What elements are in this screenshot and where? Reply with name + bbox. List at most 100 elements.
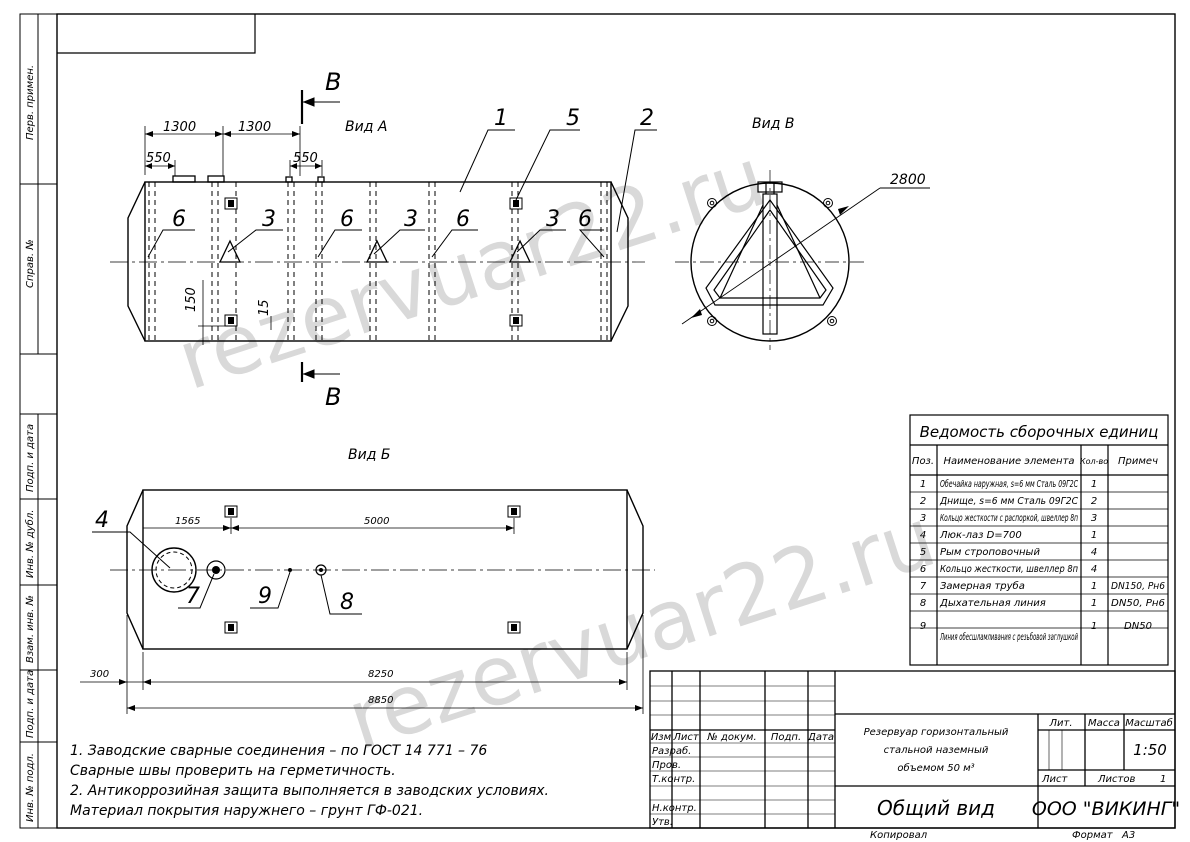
description-line: стальной наземный	[884, 745, 989, 756]
callout-number: 2	[640, 106, 654, 131]
bom-cell: Линия обесшламливания с резьбовой заглуш…	[939, 631, 1078, 643]
doc-title: Общий вид	[877, 796, 995, 820]
watermark-text: rezervuar22.ru	[167, 130, 777, 409]
bom-cell: 1	[1091, 581, 1097, 592]
dim-label: 300	[90, 669, 109, 680]
callout-number: 1	[494, 106, 508, 131]
title-col-header: Изм	[651, 732, 672, 743]
dim-label: 1565	[175, 516, 200, 527]
callout-number: 3	[546, 207, 560, 232]
callout-number: 6	[456, 207, 470, 232]
side-stamp-label: Инв. № дубл.	[24, 510, 36, 578]
note-line: 2. Антикоррозийная защита выполняется в …	[70, 783, 549, 799]
sheet-frame	[19, 13, 1176, 829]
bom-cell: 3	[920, 513, 926, 524]
callout-number: 4	[95, 508, 109, 533]
bom-cell: 4	[1091, 564, 1097, 575]
view-a-label: Вид А	[345, 119, 387, 135]
title-col-header: № докум.	[706, 732, 756, 743]
bom-cell: 6	[920, 564, 926, 575]
view-b: Вид Б	[80, 447, 655, 714]
bom-header: Наименование элемента	[943, 456, 1074, 467]
bom-cell: 2	[920, 496, 926, 507]
description-line: Резервуар горизонтальный	[864, 727, 1009, 738]
title-col-header: Дата	[807, 732, 834, 743]
side-stamp-label: Взам. инв. №	[25, 595, 36, 663]
role-label: Разраб.	[652, 745, 691, 757]
scale-value: 1:50	[1133, 741, 1167, 759]
bom-rows: 1 Обечайка наружная, s=6 мм Сталь 09Г2С 1 2…	[920, 478, 1165, 643]
note-line: 1. Заводские сварные соединения – по ГОС…	[70, 743, 487, 759]
bom-table: Ведомость сборочных единиц Поз. Наименов…	[909, 414, 1169, 666]
callout-number: 6	[578, 207, 592, 232]
watermark-text: rezervuar22.ru	[337, 490, 947, 769]
side-stamp-label: Справ. №	[25, 239, 36, 288]
view-v: Вид В 2800	[675, 116, 930, 350]
copied-label: Копировал	[870, 830, 928, 841]
callout-number: 8	[340, 590, 354, 615]
company-name: ООО "ВИКИНГ"	[1032, 798, 1180, 820]
role-label: Пров.	[652, 760, 681, 771]
view-b-label: Вид Б	[348, 447, 390, 463]
role-label: Н.контр.	[652, 803, 697, 814]
view-v-label: Вид В	[752, 116, 794, 132]
bom-title: Ведомость сборочных единиц	[920, 423, 1159, 441]
title-col-header: Лист	[672, 732, 700, 743]
dim-label: 550	[146, 151, 171, 166]
side-stamp-labels: Перв. примен. Справ. № Подп. и дата Инв.…	[24, 65, 36, 822]
mass-label: Масса	[1088, 718, 1120, 729]
dim-label: 8850	[368, 695, 393, 706]
bom-cell: 4	[1091, 547, 1097, 558]
bom-cell: 1	[1091, 598, 1097, 609]
bom-cell: DN50, Рн6	[1111, 598, 1165, 609]
dim-label: 15	[257, 299, 272, 316]
bom-cell: 3	[1091, 513, 1097, 524]
callout-number: 6	[172, 207, 186, 232]
dim-label: 1300	[163, 120, 196, 135]
sheet-label: Лист	[1041, 774, 1069, 785]
sheets-label: Листов	[1097, 774, 1135, 785]
title-col-header: Подп.	[771, 732, 801, 743]
side-stamp-label: Перв. примен.	[25, 65, 36, 140]
callout-number: 7	[186, 584, 200, 609]
callout-number: 3	[262, 207, 276, 232]
bom-cell: Кольцо жесткости, швеллер 8п	[940, 564, 1078, 575]
bom-cell: Обечайка наружная, s=6 мм Сталь 09Г2С	[940, 478, 1078, 490]
section-letter-top: В	[325, 68, 341, 96]
bom-cell: Рым строповочный	[940, 547, 1040, 558]
bom-cell: DN150, Рн6	[1111, 581, 1165, 592]
sheets-value: 1	[1160, 774, 1166, 785]
view-a: Вид А	[110, 68, 657, 411]
bom-header: Кол-во	[1080, 457, 1108, 466]
bom-cell: 1	[920, 479, 926, 490]
role-label: Т.контр.	[652, 774, 695, 785]
description-line: объемом 50 м³	[897, 762, 974, 774]
side-stamp-label: Инв. № подл.	[25, 753, 36, 822]
bom-cell: Дыхательная линия	[939, 598, 1046, 609]
dim-label: 2800	[890, 172, 926, 188]
bom-cell: 2	[1091, 496, 1097, 507]
bom-header: Поз.	[912, 456, 934, 467]
bom-cell: Замерная труба	[940, 580, 1025, 592]
dim-label: 550	[293, 151, 318, 166]
dim-label: 5000	[364, 516, 389, 527]
bom-cell: 5	[920, 547, 926, 558]
scale-label: Масштаб	[1125, 717, 1173, 729]
format-label: Формат	[1072, 830, 1114, 841]
callout-number: 9	[258, 584, 272, 609]
bom-cell: 7	[920, 581, 927, 592]
notes: 1. Заводские сварные соединения – по ГОС…	[70, 743, 549, 819]
bom-cell: 4	[920, 530, 926, 541]
note-line: Материал покрытия наружнего – грунт ГФ-0…	[70, 803, 423, 819]
bom-header: Примеч	[1118, 456, 1158, 467]
side-stamp-label: Подп. и дата	[25, 670, 36, 738]
format-value: А3	[1121, 830, 1135, 841]
dim-label: 150	[184, 287, 199, 312]
bom-cell: Днище, s=6 мм Сталь 09Г2С	[939, 496, 1078, 507]
callout-number: 5	[566, 106, 580, 131]
dim-label: 1300	[238, 120, 271, 135]
role-label: Утв.	[652, 817, 673, 828]
title-block: Изм Лист № докум. Подп. Дата Разраб. Про…	[649, 670, 1180, 841]
callout-number: 3	[404, 207, 418, 232]
callout-number: 6	[340, 207, 354, 232]
